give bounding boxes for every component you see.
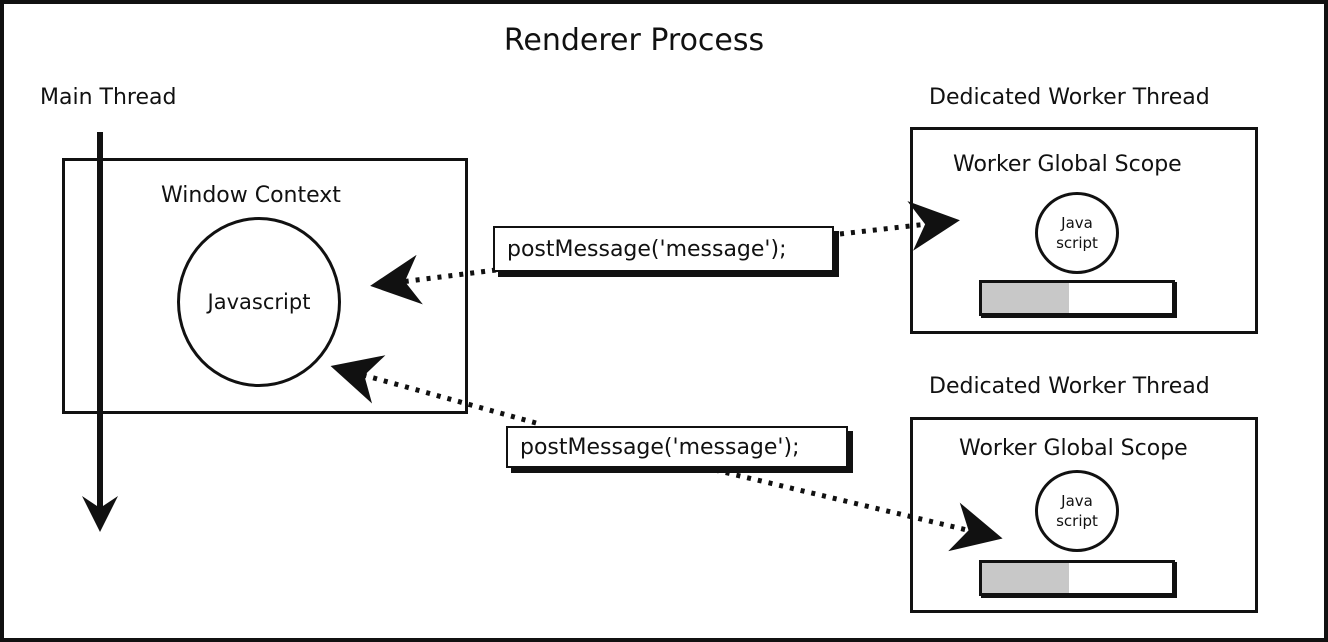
worker-1-global-scope-box: Worker Global Scope Java script: [910, 127, 1258, 334]
message-2-arrow-to-javascript: [330, 355, 537, 426]
window-context-box: Window Context Javascript: [62, 158, 468, 414]
message-1-arrow-to-javascript: [370, 254, 497, 305]
message-1-arrow-to-worker-1: [839, 201, 960, 251]
worker-2-thread-label: Dedicated Worker Thread: [929, 374, 1210, 399]
worker-1-js-line2: script: [1056, 234, 1098, 252]
worker-1-progress-bar: [979, 280, 1175, 316]
worker-1-thread-label: Dedicated Worker Thread: [929, 85, 1210, 110]
worker-1-progress-fill: [982, 283, 1070, 313]
worker-2-progress-fill: [982, 563, 1070, 593]
post-message-box-1: postMessage('message');: [493, 226, 834, 272]
worker-2-progress-bar: [979, 560, 1175, 596]
worker-2-global-scope-box: Worker Global Scope Java script: [910, 417, 1258, 613]
javascript-circle: Javascript: [177, 217, 341, 387]
worker-2-scope-title: Worker Global Scope: [959, 436, 1188, 461]
main-thread-label: Main Thread: [40, 85, 177, 110]
diagram-title: Renderer Process: [503, 23, 765, 58]
post-message-2-text: postMessage('message');: [520, 434, 800, 460]
post-message-1-text: postMessage('message');: [507, 236, 787, 262]
worker-2-js-line2: script: [1056, 512, 1098, 530]
worker-1-scope-title: Worker Global Scope: [953, 152, 1182, 177]
worker-1-js-line1: Java: [1061, 213, 1093, 232]
javascript-label: Javascript: [207, 290, 311, 314]
worker-2-js-line1: Java: [1061, 491, 1093, 510]
window-context-title: Window Context: [161, 183, 341, 208]
message-2-arrow-to-worker-2: [714, 467, 1003, 552]
worker-2-javascript-circle: Java script: [1035, 470, 1119, 552]
post-message-box-2: postMessage('message');: [506, 426, 848, 468]
worker-1-javascript-circle: Java script: [1035, 192, 1119, 274]
